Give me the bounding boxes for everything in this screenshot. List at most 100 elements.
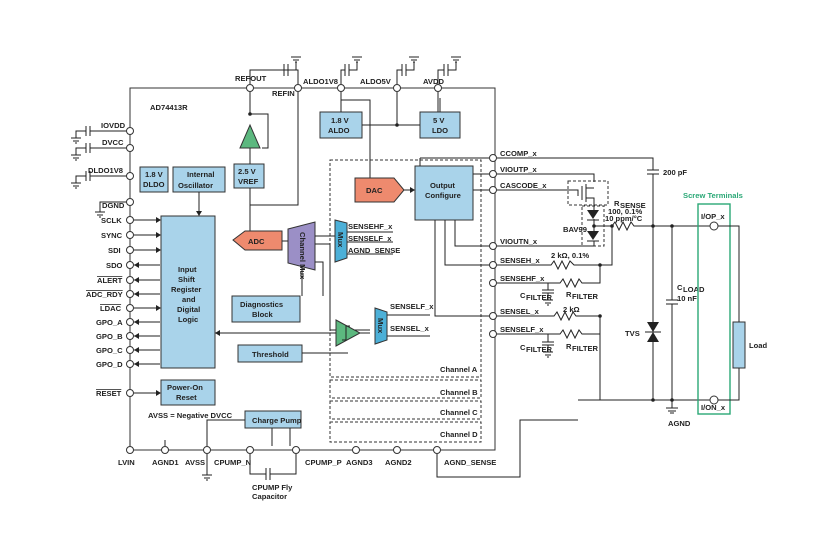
svg-text:C: C: [520, 291, 526, 300]
label-avdd: AVDD: [423, 77, 444, 86]
label-sync: SYNC: [101, 231, 123, 240]
label-gpo-a: GPO_A: [96, 318, 123, 327]
svg-text:LVIN: LVIN: [118, 458, 135, 467]
pin-aldo1v8: [337, 84, 345, 92]
svg-text:FILTER: FILTER: [572, 292, 599, 301]
channel-d-label: Channel D: [440, 430, 478, 439]
svg-text:R: R: [566, 342, 572, 351]
label-aldo5v: ALDO5V: [360, 77, 392, 86]
svg-text:Reset: Reset: [176, 393, 197, 402]
svg-text:SENSEH_x: SENSEH_x: [500, 256, 540, 265]
output-configure-block: Output Configure: [414, 165, 474, 221]
svg-text:Shift: Shift: [178, 275, 195, 284]
svg-text:Block: Block: [252, 310, 273, 319]
svg-text:2 kΩ, 0.1%: 2 kΩ, 0.1%: [551, 251, 589, 260]
svg-text:AGND3: AGND3: [346, 458, 373, 467]
label-aldo1v8: ALDO1V8: [303, 77, 338, 86]
pin-refout: [246, 84, 254, 92]
vref-block: 2.5 V VREF: [233, 92, 299, 241]
svg-text:CPUMP_P: CPUMP_P: [305, 458, 342, 467]
load: Load: [718, 225, 768, 401]
pin-avdd: [434, 84, 442, 92]
mux-in-senself: SENSELF_x: [348, 234, 392, 243]
svg-text:CCOMP_x: CCOMP_x: [500, 149, 537, 158]
svg-text:Digital: Digital: [177, 305, 200, 314]
svg-text:AVSS: AVSS: [185, 458, 205, 467]
label-dldo1v8: DLDO1V8: [88, 166, 123, 175]
screw-terminals: Screw Terminals I/OP_x I/ON_x: [683, 191, 743, 415]
left-pins: IOVDD DVCC DLDO1V8 DGND SCLK SYNC SDI SD…: [71, 121, 161, 398]
svg-text:Input: Input: [178, 265, 197, 274]
svg-text:DAC: DAC: [366, 186, 383, 195]
threshold-block: Threshold: [237, 344, 303, 363]
aldo-block: 1.8 V ALDO: [319, 111, 363, 139]
svg-text:FILTER: FILTER: [572, 344, 599, 353]
svg-text:Internal: Internal: [187, 170, 214, 179]
label-iovdd: IOVDD: [101, 121, 126, 130]
svg-text:I/OP_x: I/OP_x: [701, 212, 725, 221]
svg-text:SENSELF_x: SENSELF_x: [500, 325, 544, 334]
channel-a-label: Channel A: [440, 365, 478, 374]
svg-text:ALDO: ALDO: [328, 126, 350, 135]
svg-text:10 nF: 10 nF: [677, 294, 697, 303]
label-reset: RESET: [96, 389, 122, 398]
svg-text:FILTER: FILTER: [526, 293, 553, 302]
svg-text:Oscillator: Oscillator: [178, 181, 213, 190]
svg-text:and: and: [182, 295, 196, 304]
svg-text:AGND1: AGND1: [152, 458, 179, 467]
label-gpo-c: GPO_C: [96, 346, 123, 355]
ldo5-block: 5 V LDO: [419, 111, 461, 139]
label-gpo-b: GPO_B: [96, 332, 123, 341]
svg-text:DLDO: DLDO: [143, 180, 165, 189]
cpump-fly-1: CPUMP Fly: [252, 483, 293, 492]
svg-text:Logic: Logic: [178, 315, 198, 324]
svg-text:C: C: [677, 283, 683, 292]
mux-in-agnd-sense: AGND_SENSE: [348, 246, 400, 255]
svg-text:TVS: TVS: [625, 329, 640, 338]
svg-text:CPUMP_N: CPUMP_N: [214, 458, 251, 467]
svg-text:R: R: [614, 199, 620, 208]
svg-text:Load: Load: [749, 341, 768, 350]
svg-text:Mux: Mux: [336, 232, 345, 248]
svg-text:VREF: VREF: [238, 177, 259, 186]
svg-text:ADC: ADC: [248, 237, 265, 246]
svg-text:I/ON_x: I/ON_x: [701, 403, 726, 412]
svg-text:LOAD: LOAD: [683, 285, 705, 294]
label-alert: ALERT: [97, 276, 123, 285]
shift-register-block: Input Shift Register and Digital Logic: [160, 215, 216, 369]
cpump-fly-2: Capacitor: [252, 492, 287, 501]
svg-text:Screw Terminals: Screw Terminals: [683, 191, 743, 200]
svg-text:Threshold: Threshold: [252, 350, 289, 359]
dldo-block: 1.8 V DLDO: [139, 166, 169, 193]
external-circuit: 200 pF BAV99 R SENSE 100, 0.1% 10 ppm/°C…: [497, 157, 720, 428]
svg-text:SENSEL_x: SENSEL_x: [500, 307, 540, 316]
svg-text:1.8 V: 1.8 V: [331, 116, 350, 125]
label-ldac: LDAC: [100, 304, 122, 313]
svg-text:2.5 V: 2.5 V: [238, 167, 257, 176]
svg-text:CASCODE_x: CASCODE_x: [500, 181, 547, 190]
svg-text:Charge Pump: Charge Pump: [252, 416, 302, 425]
svg-text:Channel Mux: Channel Mux: [298, 232, 307, 280]
svg-text:Output: Output: [430, 181, 455, 190]
svg-text:AGND: AGND: [668, 419, 691, 428]
svg-text:Mux: Mux: [376, 318, 385, 334]
channel-b-label: Channel B: [440, 388, 478, 397]
svg-text:R: R: [566, 290, 572, 299]
svg-text:Configure: Configure: [425, 191, 461, 200]
label-gpo-d: GPO_D: [96, 360, 123, 369]
small-mux-top: Mux: [334, 219, 348, 263]
label-sdo: SDO: [106, 261, 123, 270]
svg-text:Power-On: Power-On: [167, 383, 203, 392]
diagnostics-block: Diagnostics Block: [231, 295, 301, 323]
chip-name: AD74413R: [150, 103, 188, 112]
charge-pump-block: Charge Pump: [244, 410, 302, 429]
svg-text:10 ppm/°C: 10 ppm/°C: [605, 214, 643, 223]
svg-text:SENSE: SENSE: [620, 201, 646, 210]
svg-text:200 pF: 200 pF: [663, 168, 687, 177]
channel-c-label: Channel C: [440, 408, 478, 417]
mux-in-sensehf: SENSEHF_x: [348, 222, 393, 231]
label-sclk: SCLK: [101, 216, 122, 225]
svg-text:LDO: LDO: [432, 126, 448, 135]
svg-text:FILTER: FILTER: [526, 345, 553, 354]
svg-text:Diagnostics: Diagnostics: [240, 300, 283, 309]
